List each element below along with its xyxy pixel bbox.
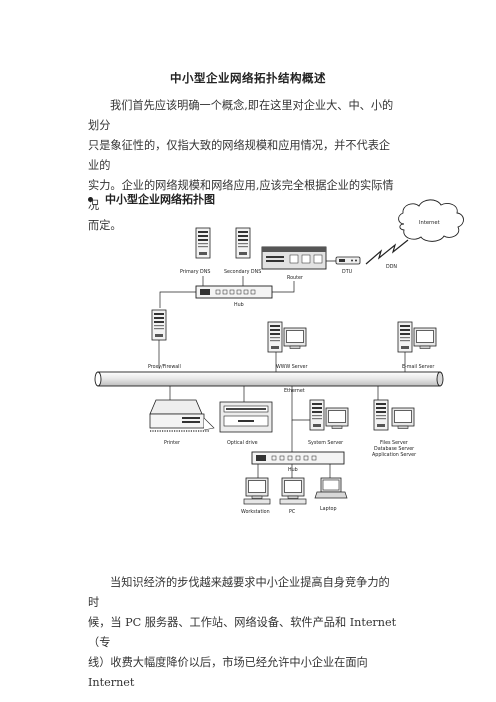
www-server-label: WWW Server: [276, 364, 308, 370]
database-server-label: Database Server: [374, 446, 414, 452]
laptop-label: Laptop: [320, 506, 337, 512]
intro-paragraph: 我们首先应该明确一个概念,即在这里对企业大、中、小的划分 只是象征性的，仅指大致…: [88, 96, 400, 236]
page-title: 中小型企业网络拓扑结构概述: [170, 71, 326, 85]
top-hub: [195, 285, 273, 299]
closing-line-3: 线）收费大幅度降价以后，市场已经允许中小企业在面向 Internet: [88, 656, 368, 689]
laptop-device: [314, 477, 348, 499]
closing-line-1: 当知识经济的步伐越来越要求中小企业提高自身竞争力的时: [88, 576, 390, 609]
pc-base: [279, 498, 307, 505]
pc-monitor: [281, 477, 305, 499]
system-server-monitor: [325, 407, 349, 429]
intro-line-3: 实力。企业的网络规模和网络应用,应该完全根据企业的实际情况: [88, 179, 394, 212]
internet-label: Internet: [419, 220, 440, 226]
closing-paragraph: 当知识经济的步伐越来越要求中小企业提高自身竞争力的时 候，当 PC 服务器、工作…: [88, 573, 400, 693]
bullet-icon: [88, 196, 93, 202]
bottom-links: [257, 464, 331, 478]
ethernet-backbone: [94, 371, 444, 387]
application-server-label: Application Server: [372, 452, 416, 458]
pc-label: PC: [289, 509, 296, 515]
optical-drive-label: Optical drive: [227, 440, 258, 446]
dtu-device: [335, 256, 361, 265]
intro-line-2: 只是象征性的，仅指大致的网络规模和应用情况，并不代表企业的: [88, 139, 391, 172]
system-server-tower: [309, 399, 325, 431]
primary-dns-label: Primary DNS: [180, 269, 210, 275]
workstation-monitor: [245, 477, 269, 499]
section-heading: 中小型企业网络拓扑图: [88, 191, 215, 207]
proxy-firewall-label: Proxy/Firewall: [148, 364, 181, 370]
section-heading-text: 中小型企业网络拓扑图: [105, 193, 215, 206]
email-server-label: E-mail Server: [402, 364, 434, 370]
bottom-hub-label: Hub: [288, 467, 298, 473]
ddn-label: DDN: [386, 264, 397, 270]
email-server-tower: [397, 321, 413, 353]
ethernet-drops: [169, 386, 379, 452]
files-server-tower: [373, 399, 389, 431]
email-server-monitor: [413, 327, 437, 349]
printer-label: Printer: [164, 440, 180, 446]
top-links: [159, 276, 295, 308]
files-server-label: Files Server: [380, 440, 408, 446]
intro-line-4: 而定。: [88, 219, 122, 232]
intro-line-1: 我们首先应该明确一个概念,即在这里对企业大、中、小的划分: [88, 99, 394, 132]
secondary-dns-label: Secondary DNS: [224, 269, 261, 275]
system-server-label: System Server: [308, 440, 343, 446]
files-server-monitor: [391, 407, 415, 429]
router-label: Router: [287, 275, 303, 281]
ddn-lightning-link: [365, 239, 409, 265]
secondary-dns-server: [235, 227, 251, 259]
workstation-label: Workstation: [241, 509, 270, 515]
printer-device: [149, 399, 215, 432]
bottom-hub: [251, 451, 345, 465]
workstation-base: [243, 498, 271, 505]
www-server-tower: [267, 321, 283, 353]
dtu-label: DTU: [342, 269, 353, 275]
www-server-monitor: [283, 327, 307, 349]
router-device: [261, 246, 327, 270]
proxy-firewall-server: [151, 309, 167, 341]
top-hub-label: Hub: [234, 302, 244, 308]
internet-cloud: Internet: [398, 199, 464, 242]
primary-dns-server: [195, 227, 211, 259]
ethernet-label: Ethernet: [284, 388, 305, 394]
closing-line-2: 候，当 PC 服务器、工作站、网络设备、软件产品和 Internet（专: [88, 616, 397, 649]
optical-drive-device: [219, 401, 273, 433]
